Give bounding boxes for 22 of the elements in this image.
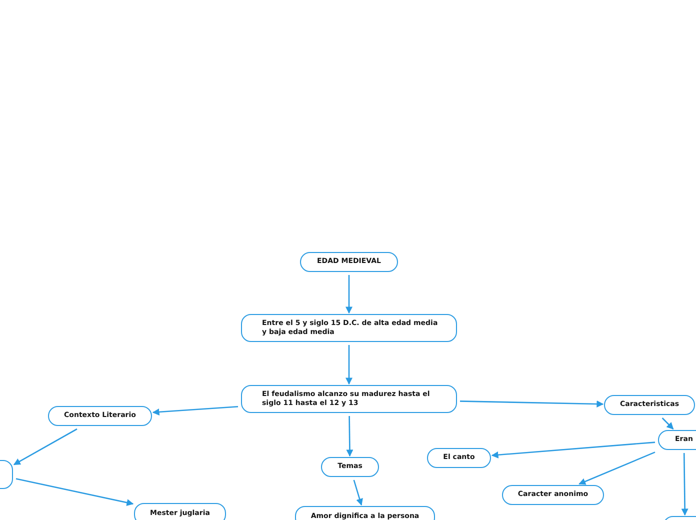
topic-box: [300, 252, 398, 272]
arrow: [353, 480, 363, 506]
arrow: [681, 453, 688, 516]
arrow: [346, 345, 352, 385]
topic-box: [241, 314, 457, 342]
topic-box: [502, 485, 604, 505]
arrow: [662, 418, 674, 430]
topic-box: [241, 385, 457, 413]
topic-box: [134, 503, 226, 520]
arrow: [346, 275, 352, 314]
arrow: [152, 406, 238, 416]
topic-box: [658, 430, 696, 450]
topic-box: [48, 406, 152, 426]
arrow: [460, 400, 604, 408]
arrow: [491, 442, 656, 458]
arrow: [13, 428, 78, 466]
topic-box: [604, 395, 695, 415]
topic-box: [321, 457, 379, 477]
topic-box: [427, 448, 491, 468]
arrow: [578, 452, 656, 485]
arrow: [16, 478, 134, 506]
arrow: [346, 416, 354, 457]
